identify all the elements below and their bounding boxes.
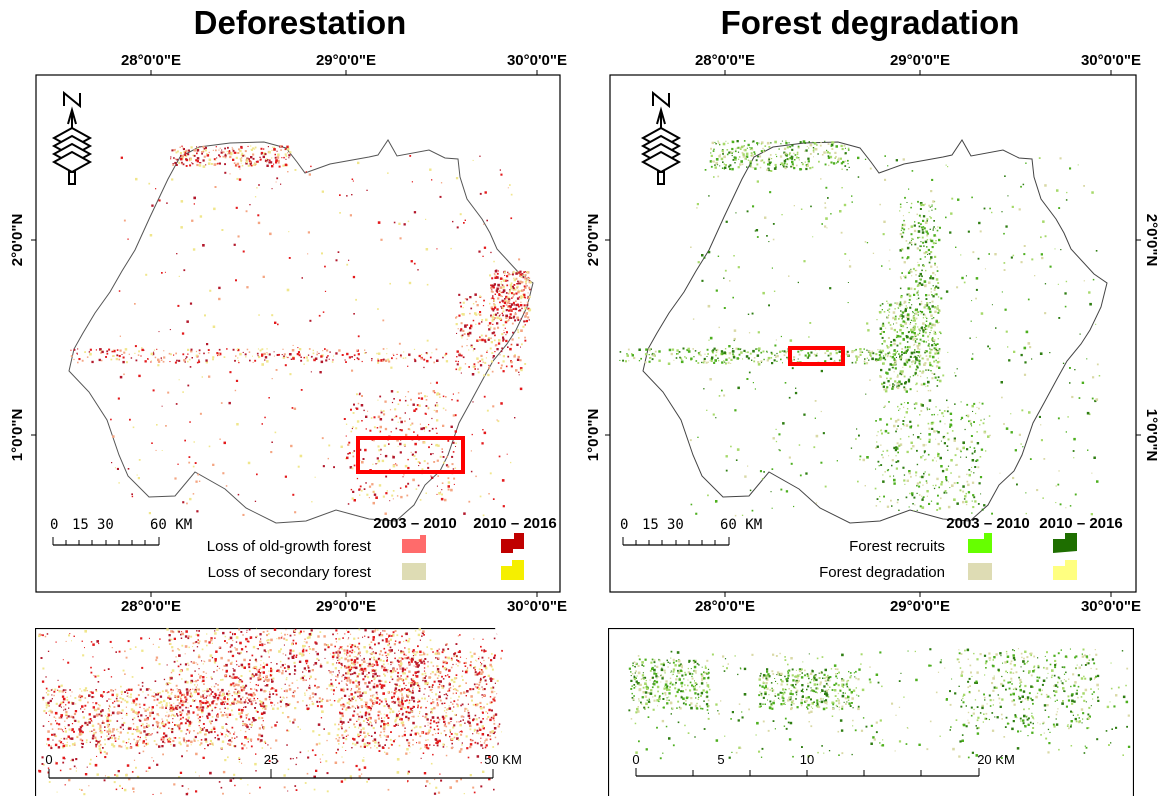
degradation-zoom-inset: 0 5 10 20 KM [608, 628, 1134, 796]
study-area-outline [642, 139, 1108, 524]
legend-swatch [501, 560, 524, 580]
left-axis-label: 1°0'0"N [9, 409, 26, 462]
scale-label: 15 [72, 517, 89, 533]
top-axis-label: 28°0'0"E [695, 52, 755, 69]
scale-bar: 0 15 30 60 KM [620, 517, 762, 546]
bottom-axis-label: 28°0'0"E [121, 598, 181, 613]
north-arrow-icon [51, 90, 93, 185]
legend-period-1: 2003 – 2010 [373, 515, 456, 532]
legend: 2003 – 2010 2010 – 2016 Forest recruits … [819, 515, 1123, 581]
deforestation-dots [70, 145, 532, 517]
legend-label: Forest degradation [819, 564, 945, 581]
scale-label: 0 [632, 752, 639, 767]
left-axis-label: 1°0'0"N [585, 409, 602, 462]
degradation-dots [619, 140, 1101, 517]
scale-label: 25 [264, 752, 278, 767]
deforestation-title: Deforestation [193, 4, 407, 41]
scale-bar: 0 15 30 60 KM [50, 517, 192, 546]
scale-label: 0 [45, 752, 52, 767]
legend-period-1: 2003 – 2010 [946, 515, 1029, 532]
right-axis-label: 2°0'0"N [1143, 214, 1158, 267]
top-axis-label: 30°0'0"E [1081, 52, 1141, 69]
legend-swatch [968, 533, 992, 553]
legend-swatch [501, 533, 524, 553]
scale-label: 30 [97, 517, 114, 533]
legend-swatch [1053, 533, 1077, 553]
legend-period-2: 2010 – 2016 [473, 515, 556, 532]
top-axis-label: 29°0'0"E [316, 52, 376, 69]
legend-period-2: 2010 – 2016 [1039, 515, 1122, 532]
zoom-scale-bar: 0 25 50 KM [45, 752, 522, 779]
zoom-extent-box [356, 436, 465, 474]
scale-label: 60 KM [150, 517, 192, 533]
deforestation-zoom-inset: 0 25 50 KM [35, 628, 562, 796]
scale-label: 60 KM [720, 517, 762, 533]
legend-swatch [968, 563, 992, 580]
legend-label: Loss of secondary forest [208, 564, 372, 581]
scale-label: 30 [667, 517, 684, 533]
bottom-axis-label: 30°0'0"E [1081, 598, 1141, 613]
bottom-axis-label: 30°0'0"E [507, 598, 567, 613]
zoom-scale-bar: 0 5 10 20 KM [632, 752, 1015, 777]
bottom-axis-label: 29°0'0"E [890, 598, 950, 613]
scale-label: 5 [717, 752, 724, 767]
legend-swatch [1053, 560, 1077, 580]
scale-label: 15 [642, 517, 659, 533]
scale-label: 10 [800, 752, 814, 767]
north-arrow-icon [640, 90, 682, 185]
legend: 2003 – 2010 2010 – 2016 Loss of old-grow… [207, 515, 557, 581]
bottom-axis-label: 28°0'0"E [695, 598, 755, 613]
legend-swatch [402, 535, 426, 553]
right-axis-label: 1°0'0"N [1143, 409, 1158, 462]
top-axis-label: 28°0'0"E [121, 52, 181, 69]
top-axis-label: 29°0'0"E [890, 52, 950, 69]
legend-label: Forest recruits [849, 538, 945, 555]
forest-degradation-title: Forest degradation [720, 4, 1020, 41]
left-axis-label: 2°0'0"N [9, 214, 26, 267]
forest-degradation-map: 28°0'0"E 29°0'0"E 30°0'0"E 28°0'0"E 29°0… [585, 52, 1158, 613]
zoom-extent-box [788, 346, 845, 366]
top-axis-label: 30°0'0"E [507, 52, 567, 69]
scale-label: 20 KM [977, 752, 1015, 767]
scale-label: 0 [50, 517, 58, 533]
scale-label: 50 KM [484, 752, 522, 767]
left-axis-label: 2°0'0"N [585, 214, 602, 267]
bottom-axis-label: 29°0'0"E [316, 598, 376, 613]
legend-label: Loss of old-growth forest [207, 538, 372, 555]
scale-label: 0 [620, 517, 628, 533]
legend-swatch [402, 563, 426, 580]
deforestation-map: 28°0'0"E 29°0'0"E 30°0'0"E 28°0'0"E 29°0… [9, 52, 567, 613]
